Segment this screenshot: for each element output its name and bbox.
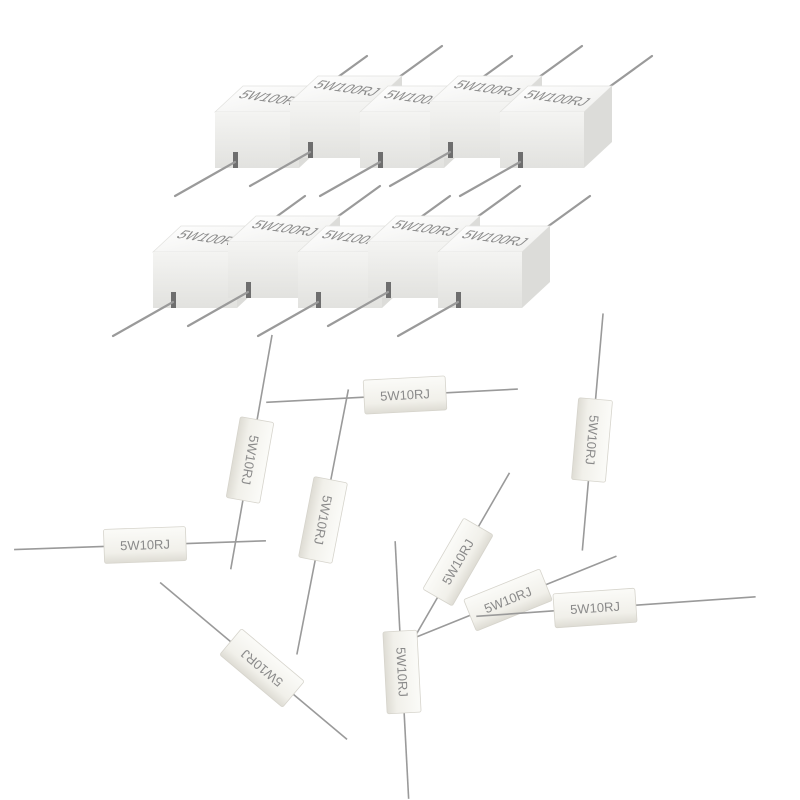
- lead-wire: [256, 300, 320, 338]
- lead-wire: [388, 150, 452, 188]
- lead-wire: [256, 334, 273, 420]
- resistor-marking: 5W10RJ: [393, 647, 411, 698]
- resistor-front-face: [215, 112, 299, 168]
- lead-slot: [386, 282, 391, 298]
- resistor-front-face: [500, 112, 584, 168]
- loose-resistor: 5W10RJ: [476, 587, 756, 629]
- resistor-body: [220, 629, 304, 707]
- lead-wire: [445, 388, 518, 394]
- lead-wire: [266, 396, 365, 404]
- resistor-body: [226, 416, 274, 504]
- loose-resistor: 5W10RJ: [571, 313, 613, 551]
- lead-wire: [229, 500, 244, 570]
- lead-wire: [173, 160, 237, 198]
- lead-wire: [477, 472, 511, 527]
- lead-wire: [594, 313, 604, 400]
- resistor-body: [298, 476, 348, 564]
- resistor-marking: 5W10RJ: [120, 537, 170, 554]
- upright-resistor: 5W100RJ: [458, 54, 654, 198]
- lead-slot: [518, 152, 523, 168]
- resistor-side-face: [522, 226, 550, 308]
- lead-wire: [318, 160, 382, 198]
- lead-wire: [458, 160, 522, 198]
- lead-wire: [330, 389, 350, 480]
- resistor-marking: 5W10RJ: [570, 599, 621, 617]
- lead-slot: [316, 292, 321, 308]
- loose-resistor: 5W10RJ: [226, 334, 274, 570]
- lead-wire: [635, 595, 756, 606]
- lead-wire: [296, 560, 316, 655]
- lead-wire: [14, 545, 105, 551]
- lead-wire: [581, 480, 590, 551]
- lead-wire: [394, 541, 401, 632]
- lead-wire: [185, 539, 266, 545]
- lead-wire: [396, 300, 460, 338]
- lead-slot: [171, 292, 176, 308]
- lead-slot: [378, 152, 383, 168]
- resistor-marking: 5W10RJ: [582, 415, 601, 466]
- lead-wire: [159, 581, 232, 643]
- lead-wire: [292, 693, 348, 740]
- resistor-body: [423, 518, 493, 606]
- lead-wire: [326, 290, 390, 328]
- lead-slot: [233, 152, 238, 168]
- resistor-front-face: [153, 252, 237, 308]
- lead-wire: [403, 712, 410, 799]
- lead-slot: [448, 142, 453, 158]
- resistor-body: [362, 375, 448, 415]
- upright-resistor: 5W100RJ: [396, 194, 592, 338]
- loose-resistor: 5W10RJ: [266, 375, 518, 415]
- lead-slot: [308, 142, 313, 158]
- resistor-front-face: [438, 252, 522, 308]
- lead-wire: [186, 290, 250, 328]
- resistor-marking: 5W10RJ: [380, 386, 431, 404]
- lead-wire: [111, 300, 175, 338]
- loose-resistor: 5W10RJ: [296, 389, 350, 655]
- resistor-body: [103, 526, 187, 564]
- resistor-side-face: [584, 86, 612, 168]
- lead-slot: [456, 292, 461, 308]
- lead-slot: [246, 282, 251, 298]
- resistor-body: [552, 587, 638, 629]
- lead-wire: [476, 610, 555, 618]
- loose-resistor: 5W10RJ: [14, 526, 266, 564]
- loose-resistor: 5W10RJ: [159, 581, 348, 740]
- lead-wire: [545, 555, 617, 586]
- lead-wire: [248, 150, 312, 188]
- resistor-body: [571, 397, 613, 483]
- resistor-body: [382, 629, 422, 715]
- loose-resistor: 5W10RJ: [382, 541, 422, 799]
